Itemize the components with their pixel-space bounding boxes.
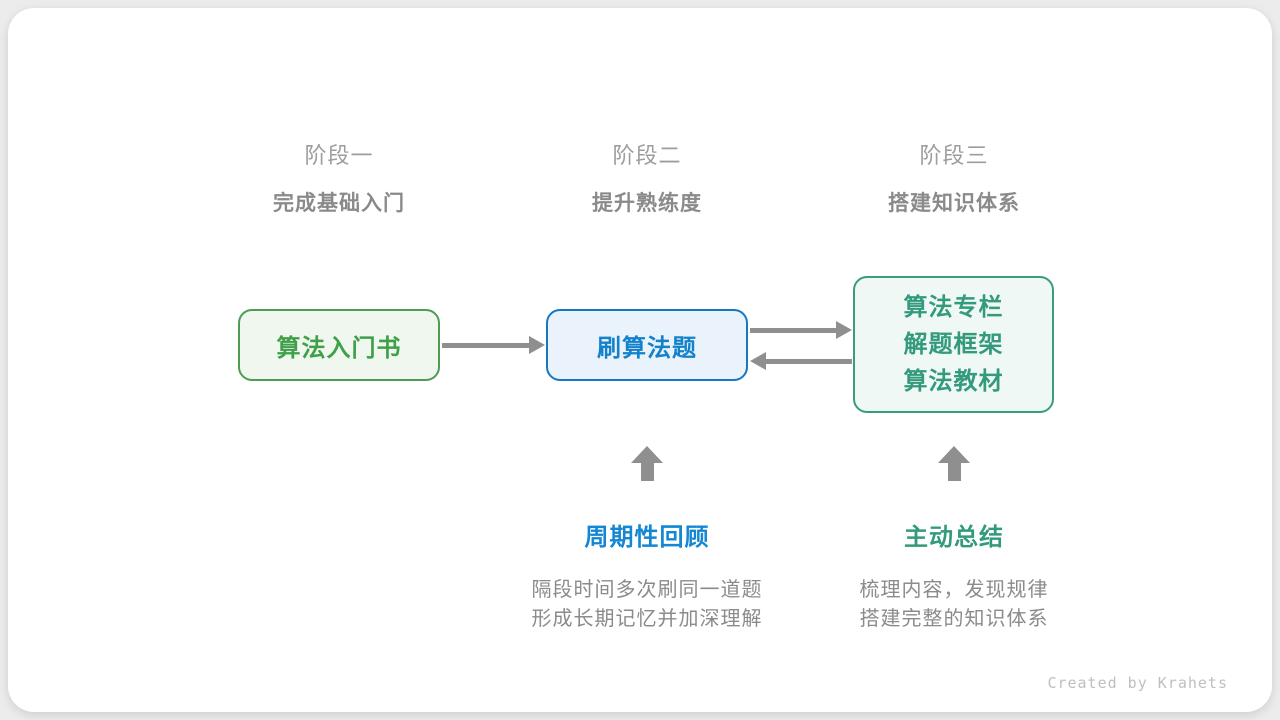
- stage-3-subtitle: 搭建知识体系: [888, 192, 1020, 215]
- stage-2-title: 阶段二: [612, 143, 682, 168]
- stage-3-title: 阶段三: [919, 143, 989, 168]
- stage-2-subtitle: 提升熟练度: [592, 192, 702, 215]
- arrow-resources-to-practice-icon: [750, 352, 852, 370]
- stage-1-title: 阶段一: [304, 143, 374, 168]
- annotation-periodic-review: 周期性回顾 隔段时间多次刷同一道题 形成长期记忆并加深理解: [467, 517, 827, 634]
- annotation-review-heading: 周期性回顾: [584, 524, 710, 551]
- stage-3-header: 阶段三 搭建知识体系: [794, 138, 1114, 217]
- arrow-stem: [947, 463, 961, 481]
- node-practice-problems: 刷算法题: [546, 309, 748, 381]
- node-knowledge-resources: 算法专栏 解题框架 算法教材: [853, 276, 1054, 413]
- node-intro-book: 算法入门书: [238, 309, 440, 381]
- arrow-head: [938, 446, 970, 463]
- annotation-summary-desc-line-1: 梳理内容，发现规律: [859, 579, 1049, 601]
- annotation-summary-desc-line-2: 搭建完整的知识体系: [859, 608, 1049, 630]
- stage-1-header: 阶段一 完成基础入门: [179, 138, 499, 217]
- arrow-head: [750, 352, 766, 370]
- arrow-stem: [750, 327, 838, 333]
- node-resources-line-2: 解题框架: [903, 331, 1004, 358]
- stage-2-header: 阶段二 提升熟练度: [487, 138, 807, 217]
- arrow-up-summary-icon: [938, 446, 970, 481]
- node-practice-label: 刷算法题: [597, 334, 697, 362]
- arrow-head: [529, 336, 545, 354]
- node-resources-line-3: 算法教材: [903, 368, 1004, 395]
- arrow-practice-to-resources-icon: [750, 321, 852, 339]
- credit-text: Created by Krahets: [1047, 674, 1228, 692]
- arrow-stem: [764, 358, 852, 364]
- annotation-review-desc: 隔段时间多次刷同一道题 形成长期记忆并加深理解: [467, 576, 827, 634]
- annotation-review-desc-line-1: 隔段时间多次刷同一道题: [531, 579, 763, 601]
- annotation-review-desc-line-2: 形成长期记忆并加深理解: [531, 608, 763, 630]
- node-resources-line-1: 算法专栏: [903, 294, 1004, 321]
- annotation-summary-heading: 主动总结: [904, 524, 1004, 551]
- arrow-stem: [640, 463, 654, 481]
- arrow-intro-to-practice-icon: [442, 336, 545, 354]
- arrow-stem: [442, 342, 531, 348]
- annotation-active-summary: 主动总结 梳理内容，发现规律 搭建完整的知识体系: [774, 517, 1134, 634]
- arrow-head: [836, 321, 852, 339]
- annotation-summary-desc: 梳理内容，发现规律 搭建完整的知识体系: [774, 576, 1134, 634]
- arrow-up-review-icon: [631, 446, 663, 481]
- node-intro-book-label: 算法入门书: [276, 334, 402, 362]
- diagram-card: 阶段一 完成基础入门 阶段二 提升熟练度 阶段三 搭建知识体系 算法入门书 刷算…: [8, 8, 1272, 712]
- stage-1-subtitle: 完成基础入门: [273, 192, 405, 215]
- arrow-head: [631, 446, 663, 463]
